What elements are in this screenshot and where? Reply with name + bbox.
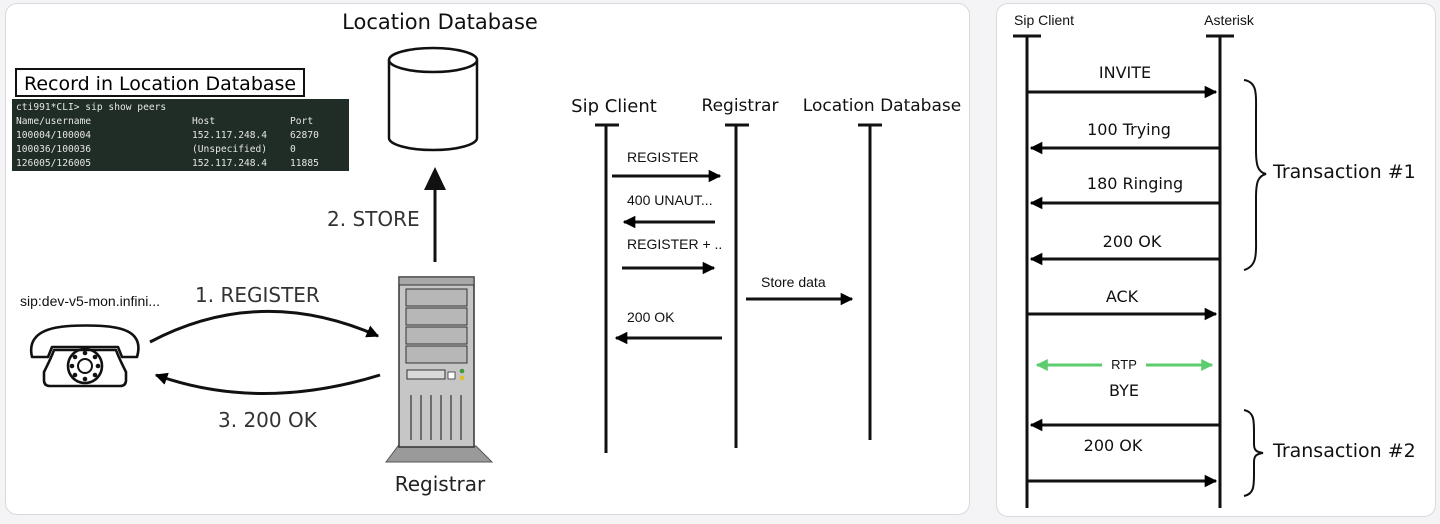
msg-ack: ACK	[1105, 287, 1139, 306]
terminal-cell: 152.117.248.4	[192, 158, 268, 169]
msg-200-ok-2: 200 OK	[1083, 436, 1143, 455]
seq-msg-register-auth: REGISTER + ..	[627, 236, 723, 252]
msg-invite: INVITE	[1098, 63, 1152, 82]
transaction-1-label: Transaction #1	[1273, 161, 1416, 183]
seq-lifelines	[595, 123, 882, 453]
participant-sip-client: Sip Client	[1014, 12, 1074, 28]
seq-msg-store-data: Store data	[761, 274, 826, 290]
terminal-cell: 100004/100004	[16, 130, 92, 141]
terminal-header-row: Name/username Host Port	[16, 115, 345, 129]
seq-msg-200-ok: 200 OK	[627, 309, 675, 325]
step-register-label: 1. REGISTER	[195, 283, 320, 307]
seq-msg-register: REGISTER	[627, 149, 699, 165]
transaction-2-label: Transaction #2	[1273, 440, 1416, 462]
msg-100-trying: 100 Trying	[1087, 120, 1171, 139]
right-lifelines	[1013, 34, 1234, 508]
step-ok-label: 3. 200 OK	[218, 408, 317, 432]
msg-rtp: RTP	[1111, 357, 1137, 372]
terminal-prompt: cti991*CLI> sip show peers	[16, 102, 167, 113]
seq-arrows	[612, 169, 854, 345]
terminal-output: cti991*CLI> sip show peers Name/username…	[12, 99, 349, 171]
step-store-label: 2. STORE	[327, 207, 420, 231]
terminal-cell: (Unspecified)	[192, 144, 268, 155]
seq-participant-registrar: Registrar	[701, 96, 779, 116]
participant-asterisk: Asterisk	[1204, 12, 1254, 28]
transaction-1-brace	[1243, 79, 1267, 271]
terminal-row: 100036/100036 (Unspecified) 0	[16, 143, 345, 157]
terminal-cell: 11885	[290, 158, 319, 169]
seq-msg-400: 400 UNAUT...	[627, 192, 713, 208]
msg-bye: BYE	[1109, 381, 1139, 400]
right-arrows	[1027, 85, 1220, 488]
terminal-header: Host	[192, 116, 216, 127]
seq-participant-location-db: Location Database	[802, 96, 962, 116]
terminal-cell: 126005/126005	[16, 158, 92, 169]
terminal-cell: 100036/100036	[16, 144, 92, 155]
terminal-cell: 62870	[290, 130, 319, 141]
sip-uri-label: sip:dev-v5-mon.infini...	[20, 293, 161, 309]
msg-180-ringing: 180 Ringing	[1086, 174, 1184, 193]
database-icon	[387, 46, 479, 152]
location-db-title: Location Database	[342, 10, 538, 34]
telephone-icon	[29, 324, 140, 388]
registrar-label: Registrar	[394, 472, 486, 496]
transaction-2-brace	[1243, 409, 1264, 497]
register-curve-arrow	[149, 310, 380, 344]
store-arrow	[424, 167, 446, 262]
server-tower-icon	[385, 276, 494, 463]
terminal-row: 126005/126005 152.117.248.4 11885	[16, 157, 345, 171]
ok-curve-arrow	[154, 372, 381, 395]
terminal-row: 100004/100004 152.117.248.4 62870	[16, 129, 345, 143]
terminal-cell: 152.117.248.4	[192, 130, 268, 141]
record-box-title: Record in Location Database	[15, 68, 305, 97]
terminal-header: Port	[290, 116, 314, 127]
msg-200-ok-1: 200 OK	[1102, 232, 1162, 251]
terminal-cell: 0	[290, 144, 296, 155]
terminal-header: Name/username	[16, 116, 92, 127]
seq-participant-sip-client: Sip Client	[571, 96, 657, 117]
